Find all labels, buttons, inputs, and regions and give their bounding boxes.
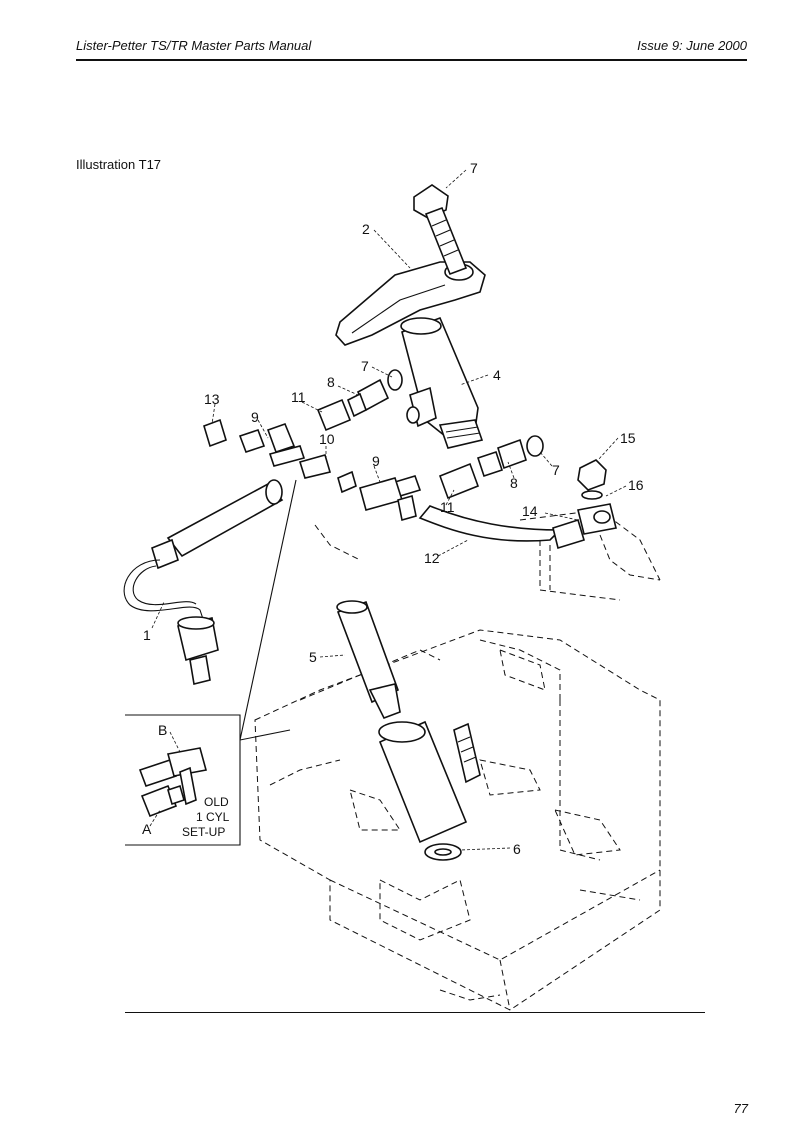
injector-nozzle [336,600,401,720]
callout-5: 5 [309,649,317,665]
callout-7-upper: 7 [361,358,369,374]
nozzle-sleeve [378,720,468,861]
callout-6: 6 [513,841,521,857]
callout-11-upper: 11 [291,389,306,405]
rocker-arm [335,261,486,346]
callout-9-upper: 9 [251,409,259,425]
callout-numbers: 7 2 4 7 8 11 9 13 10 9 11 12 8 7 15 16 1… [142,160,644,857]
fuel-pipe [123,479,284,685]
callout-11-lower: 11 [440,499,455,515]
page-number: 77 [733,1101,748,1116]
fittings-lower-row [359,435,544,522]
engine-block-outline [254,509,661,1011]
footer-rule [125,1012,705,1013]
leak-off-pipe [418,505,585,550]
callout-12: 12 [424,550,440,566]
header-rule [76,59,747,61]
callout-8-lower: 8 [510,475,518,491]
callout-3: 7 [470,160,478,176]
callout-8-upper: 8 [327,374,335,390]
callout-16: 16 [628,477,644,493]
callout-13: 13 [204,391,220,407]
inset-label-b: B [158,722,167,738]
manual-title: Lister-Petter TS/TR Master Parts Manual [76,38,312,53]
callout-4: 4 [493,367,501,383]
callout-10: 10 [319,431,335,447]
rocker-bolt [413,184,468,276]
callout-14: 14 [522,503,538,519]
issue-date: Issue 9: June 2000 [637,38,747,53]
callout-1: 1 [143,627,151,643]
inset-label-a: A [142,821,152,837]
banjo-union [549,459,661,590]
cylinder-stud [453,722,481,784]
callout-9-lower: 9 [372,453,380,469]
fittings-upper-row [203,369,403,494]
illustration-title: Illustration T17 [76,157,162,172]
inset-caption-old: OLD [204,795,229,809]
inset-caption-setup: SET-UP [182,825,225,839]
inset-caption-1cyl: 1 CYL [196,810,230,824]
inset-old-setup [125,479,297,846]
callout-leaders [149,169,627,851]
callout-2: 2 [362,221,370,237]
injector-body [400,316,484,449]
callout-15: 15 [620,430,636,446]
callout-7-lower: 7 [552,462,560,478]
